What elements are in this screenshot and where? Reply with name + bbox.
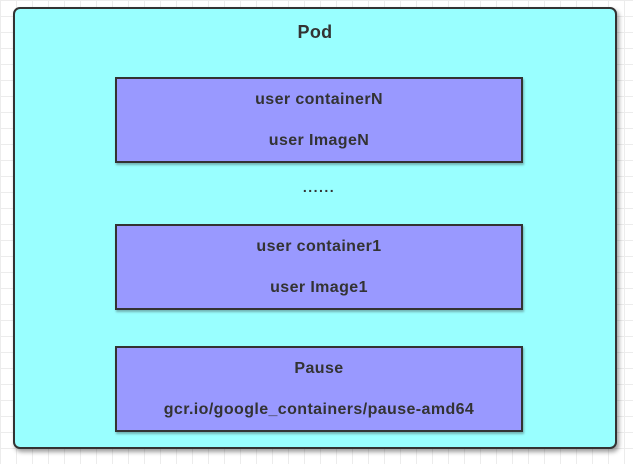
container-box-n[interactable]: user containerN user ImageN — [115, 77, 523, 163]
ellipsis-text: ...... — [302, 179, 336, 195]
pause-container-image: gcr.io/google_containers/pause-amd64 — [163, 400, 475, 418]
container-n-image: user ImageN — [268, 131, 370, 149]
container-box-pause[interactable]: Pause gcr.io/google_containers/pause-amd… — [115, 346, 523, 432]
pod-title: Pod — [297, 22, 333, 42]
pod-box[interactable]: Pod user containerN user ImageN ...... u… — [13, 7, 617, 449]
container-1-image: user Image1 — [270, 278, 368, 296]
container-1-name: user container1 — [256, 237, 382, 255]
container-box-1[interactable]: user container1 user Image1 — [115, 224, 523, 310]
container-n-name: user containerN — [255, 90, 383, 108]
pause-container-name: Pause — [294, 359, 344, 377]
